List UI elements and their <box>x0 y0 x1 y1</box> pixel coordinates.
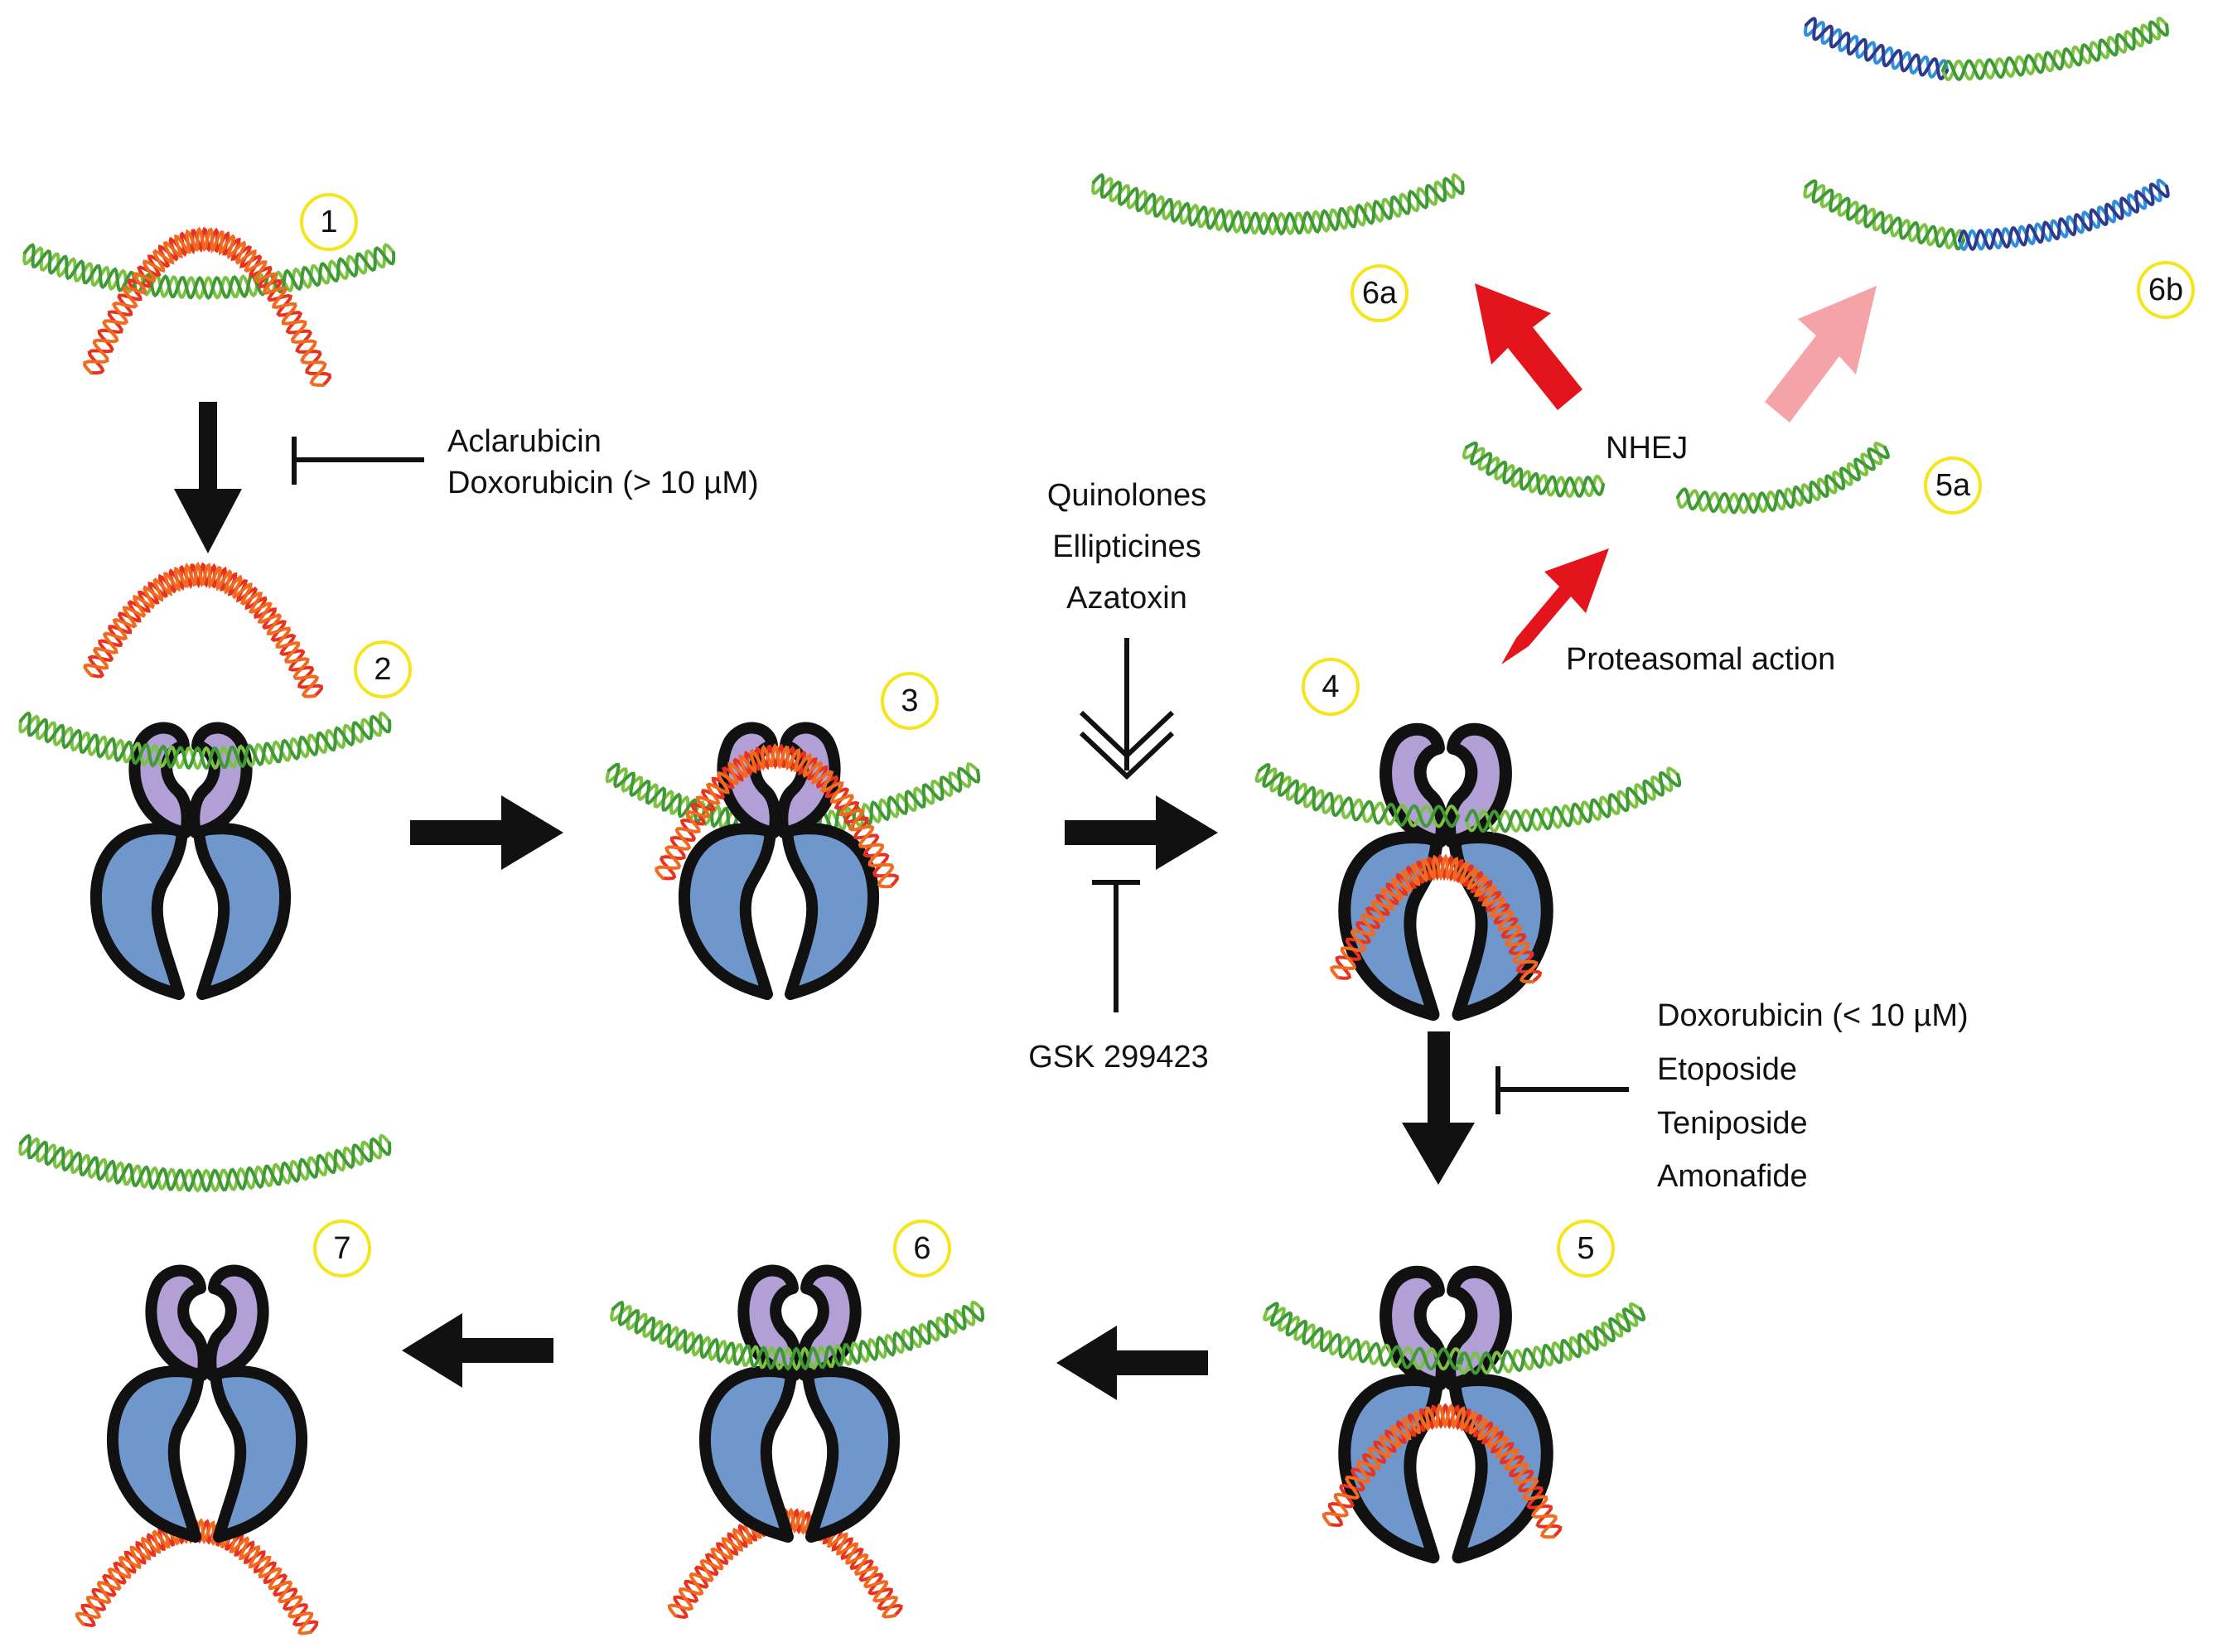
dna-green-step6 <box>610 1300 985 1371</box>
inhibitor-gsk299423: GSK 299423 <box>1028 1040 1209 1075</box>
dna-green-6a <box>1091 172 1465 236</box>
step-marker-3: 3 <box>881 672 939 730</box>
step-marker-6: 6 <box>893 1220 951 1278</box>
inhibitor-doxorubicin-low: Doxorubicin (< 10 µM) <box>1657 998 1969 1033</box>
inhibition-markers <box>292 437 1629 1114</box>
arrow-step1-to-2 <box>174 402 242 553</box>
step-marker-5: 5 <box>1557 1220 1615 1278</box>
promote-arrow-head-2 <box>1079 731 1175 780</box>
dna-6b-bottom-green-strand-2 <box>1805 179 1965 251</box>
dna-green-step4-left-strand-2 <box>1258 762 1460 828</box>
dna-green-5a-right-strand-2 <box>1676 446 1890 514</box>
enzyme-step-5 <box>1345 1272 1547 1557</box>
dna-green-step7-strand-2 <box>19 1133 392 1193</box>
promote-arrow-head-1 <box>1079 710 1175 760</box>
step-label-3: 3 <box>901 684 918 718</box>
dna-green-step6-strand-2 <box>611 1301 985 1371</box>
dna-front-layer <box>18 711 1682 1539</box>
step-label-1: 1 <box>320 205 337 239</box>
inhibitor-teniposide: Teniposide <box>1657 1106 1808 1141</box>
step-marker-6b: 6b <box>2137 261 2195 319</box>
dna-6b-top-blue <box>1804 17 1949 80</box>
promoter-quinolones: Quinolones <box>1047 478 1206 513</box>
enzymes-layer <box>96 728 1547 1558</box>
process-arrows <box>174 402 1475 1400</box>
step-marker-4: 4 <box>1302 658 1360 716</box>
dna-green-6a-strand-2 <box>1092 172 1465 236</box>
dna-green-step5-right <box>1457 1302 1646 1375</box>
dna-6b-top-green-strand-2 <box>1941 20 2169 81</box>
step-label-6b: 6b <box>2148 273 2183 307</box>
dna-green-step1 <box>22 243 396 301</box>
enzyme-step-7 <box>113 1271 302 1537</box>
dna-green-step2 <box>18 711 392 770</box>
promoter-azatoxin: Azatoxin <box>1066 581 1187 616</box>
dna-6b-bottom-blue <box>1958 178 2170 252</box>
dna-red-step2-strand-1 <box>87 562 324 698</box>
arrow-step3-to-4 <box>1065 795 1218 870</box>
label-nhej: NHEJ <box>1606 431 1688 466</box>
repair-arrows <box>1475 283 1877 664</box>
dna-red-step5 <box>1322 1403 1563 1539</box>
dna-red-step1 <box>83 226 332 387</box>
inhibitor-aclarubicin: Aclarubicin <box>447 424 602 459</box>
step-label-6a: 6a <box>1362 276 1398 311</box>
step-label-7: 7 <box>333 1231 350 1266</box>
arrow-step4-to-5 <box>1402 1031 1475 1185</box>
dna-green-step5-left <box>1263 1302 1464 1371</box>
arrow-to-6a <box>1475 283 1582 410</box>
dna-6b-bottom-blue-strand-2 <box>1958 182 2170 252</box>
dna-red-step4 <box>1330 853 1543 983</box>
dna-green-step5-right-strand-2 <box>1457 1307 1646 1375</box>
step-markers: 1 2 3 4 5 6 7 5a 6a 6b <box>300 193 2195 1278</box>
step-marker-2: 2 <box>354 640 412 698</box>
dna-red-step1-strand-2 <box>83 226 327 387</box>
dna-green-5a-right <box>1676 442 1890 514</box>
dna-red-step5-strand-2 <box>1322 1403 1558 1539</box>
step-label-5: 5 <box>1577 1231 1594 1266</box>
step-label-6: 6 <box>913 1231 930 1266</box>
arrow-step5-to-6 <box>1056 1326 1208 1400</box>
dna-green-step4-right-strand-2 <box>1465 770 1682 833</box>
dna-green-step4-left <box>1254 762 1460 828</box>
step-marker-1: 1 <box>300 193 358 251</box>
arrow-proteasomal <box>1501 548 1609 664</box>
label-proteasomal-action: Proteasomal action <box>1566 642 1835 677</box>
inhibitor-doxorubicin-high: Doxorubicin (> 10 µM) <box>447 466 759 500</box>
dna-6b-bottom-green <box>1803 179 1965 251</box>
dna-6b-top-green <box>1941 17 2169 81</box>
promoter-ellipticines: Ellipticines <box>1052 529 1201 564</box>
dna-6b-top-blue-strand-2 <box>1805 17 1949 80</box>
step-marker-7: 7 <box>313 1220 371 1278</box>
arrow-to-6b <box>1765 286 1877 423</box>
inhibitor-etoposide: Etoposide <box>1657 1052 1797 1087</box>
dna-green-step5-left-strand-2 <box>1266 1302 1464 1371</box>
dna-red-step2-strand-2 <box>83 561 320 698</box>
step-label-2: 2 <box>374 652 391 687</box>
arrow-step6-to-7 <box>402 1313 553 1388</box>
text-labels: Aclarubicin Doxorubicin (> 10 µM) Quinol… <box>447 424 1969 1194</box>
dna-red-step3 <box>655 743 899 889</box>
dna-green-step4-right <box>1465 766 1682 833</box>
dna-green-5a-left <box>1462 441 1605 499</box>
step-marker-6a: 6a <box>1351 264 1408 322</box>
step-label-5a: 5a <box>1935 468 1971 503</box>
dna-red-step2 <box>83 561 324 698</box>
dna-green-step2-strand-2 <box>19 711 392 770</box>
inhibitor-amonafide: Amonafide <box>1657 1159 1808 1194</box>
step-marker-5a: 5a <box>1924 456 1982 514</box>
dna-green-step1-strand-2 <box>23 243 396 301</box>
arrow-step2-to-3 <box>410 795 563 870</box>
dna-green-5a-left-strand-2 <box>1465 441 1605 498</box>
enzyme-step-6 <box>705 1271 894 1537</box>
step-label-4: 4 <box>1322 669 1339 704</box>
dna-red-step4-strand-2 <box>1330 853 1539 983</box>
dna-green-step7 <box>18 1133 392 1193</box>
dna-red-step3-strand-2 <box>655 743 895 889</box>
